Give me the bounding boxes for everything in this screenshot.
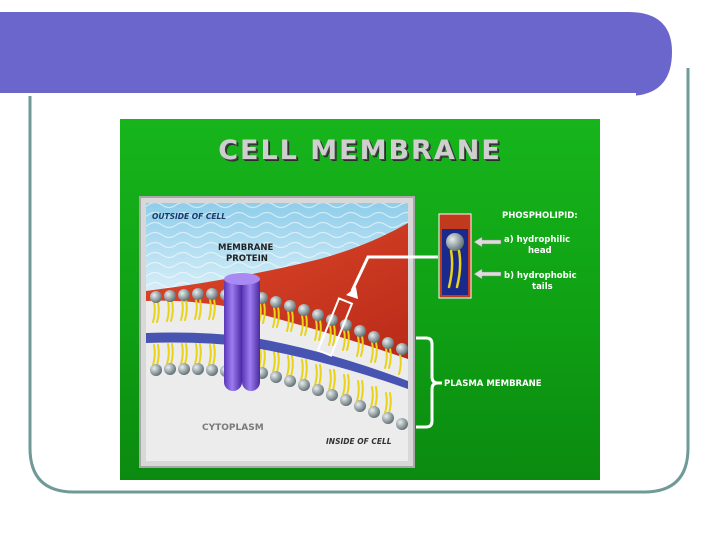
panel-content [146, 203, 408, 461]
membrane-protein-label-line1: MEMBRANE [218, 243, 273, 253]
tails-arrow [474, 269, 501, 279]
membrane-protein [224, 273, 260, 391]
membrane-protein-label-line2: PROTEIN [226, 254, 268, 264]
title-bar [0, 12, 672, 96]
hydrophobic-tails-label-line2: tails [532, 282, 553, 292]
hydrophilic-head-label-line1: a) hydrophilic [504, 235, 570, 245]
inside-of-cell-label: INSIDE OF CELL [326, 437, 392, 447]
phospholipid-inset [439, 214, 471, 298]
inset-arrows [474, 237, 501, 279]
head-arrow [474, 237, 501, 247]
diagram-title: CELL MEMBRANE [120, 135, 600, 166]
hydrophilic-head-label-line2: head [528, 246, 552, 256]
title-bar-underline [0, 93, 636, 96]
cell-membrane-figure: CELL MEMBRANE OUTSIDE OF CELL MEMBRANE P… [120, 119, 600, 480]
hydrophobic-tails-label-line1: b) hydrophobic [504, 271, 577, 281]
membrane-illustration [120, 119, 600, 480]
phospholipid-label: PHOSPHOLIPID: [502, 211, 578, 221]
cytoplasm-label: CYTOPLASM [202, 423, 264, 433]
plasma-membrane-bracket [416, 338, 442, 427]
plasma-membrane-label: PLASMA MEMBRANE [444, 379, 542, 389]
outside-of-cell-label: OUTSIDE OF CELL [152, 212, 226, 222]
